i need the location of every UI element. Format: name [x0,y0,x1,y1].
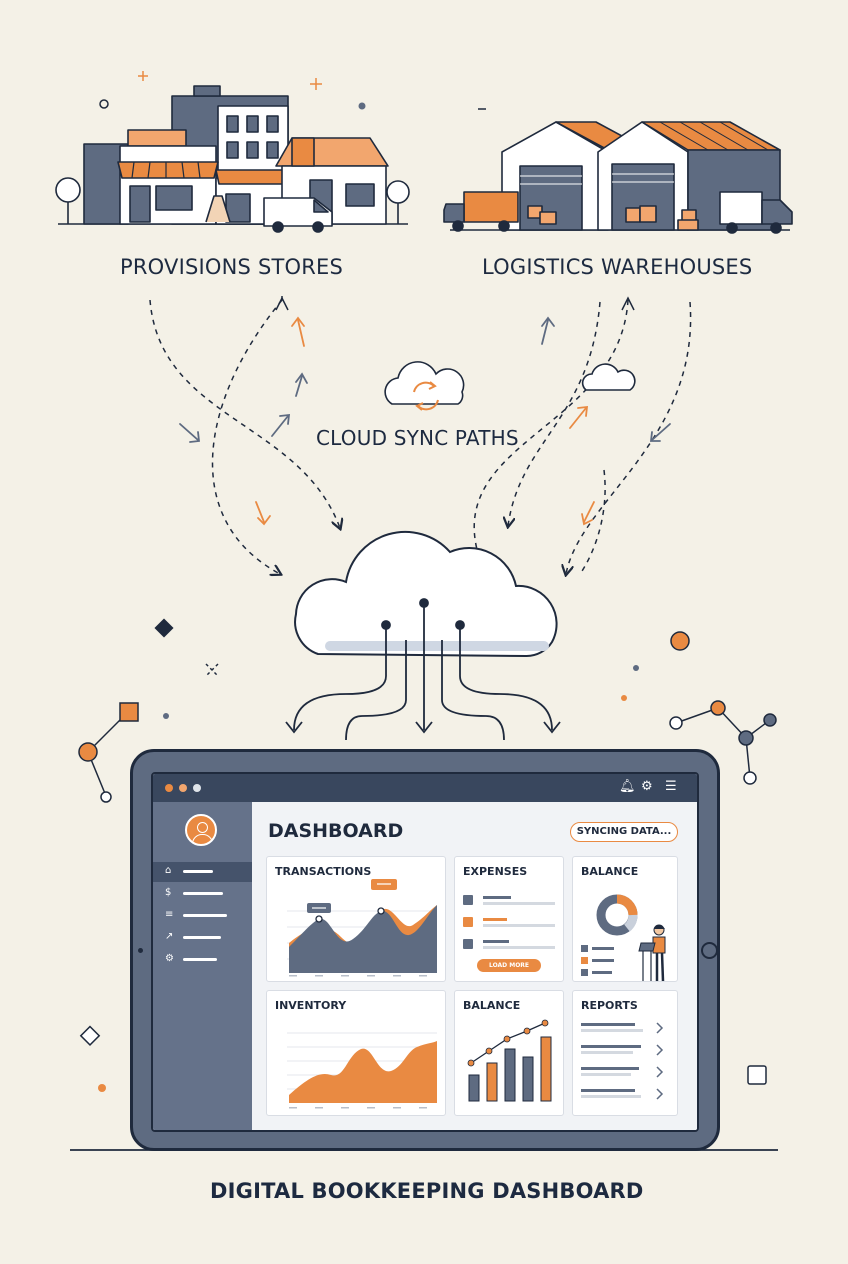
small-cloud-icon [581,363,636,391]
inventory-title: INVENTORY [275,999,347,1012]
inventory-card[interactable]: INVENTORY [266,990,446,1116]
stores-illustration [55,85,410,233]
sidebar-item-list[interactable]: ≡ [153,906,252,926]
dashboard-content: DASHBOARD SYNCING DATA... TRANSACTIONS [252,802,697,1130]
cloud-paths-label: CLOUD SYNC PATHS [316,426,519,450]
warehouses-label: LOGISTICS WAREHOUSES [482,255,753,279]
transactions-card[interactable]: TRANSACTIONS [266,856,446,982]
gear-icon[interactable]: ⚙ [641,779,653,794]
menu-icon[interactable]: ☰ [665,779,677,794]
dashboard-topbar: 🔔︎ ⚙ ☰ [153,774,697,802]
load-more-button[interactable]: LOAD MORE [477,959,541,972]
window-dot-orange [179,784,187,792]
dashboard-sidebar: ⌂ $ ≡ ↗ ⚙ [153,802,252,1130]
chevron-right-icon [656,1022,664,1100]
bell-icon[interactable]: 🔔︎ [619,779,636,794]
stores-label: PROVISIONS STORES [120,255,344,279]
dashboard-screen: 🔔︎ ⚙ ☰ ⌂ $ ≡ [151,772,699,1132]
inventory-chart [287,1032,437,1109]
avatar[interactable] [185,814,217,846]
sync-cloud-icon [384,361,465,411]
tablet-device: 🔔︎ ⚙ ☰ ⌂ $ ≡ [130,749,720,1151]
footer-label: DIGITAL BOOKKEEPING DASHBOARD [210,1179,644,1203]
balance-card-top[interactable]: BALANCE [572,856,678,982]
balance-top-title: BALANCE [581,865,639,878]
window-dot-red [165,784,173,792]
main-cloud [285,530,561,741]
decor-dot [358,102,366,110]
reports-title: REPORTS [581,999,638,1012]
side-decorations [78,618,777,1092]
sidebar-item-home[interactable]: ⌂ [153,862,252,882]
transactions-chart [287,879,437,977]
tablet-camera [138,948,143,953]
sidebar-item-dollar[interactable]: $ [153,884,252,904]
balance-bar-chart [467,1019,552,1102]
chart-icon: ↗ [165,931,174,942]
dashboard-title: DASHBOARD [268,820,404,842]
sidebar-item-chart[interactable]: ↗ [153,928,252,948]
expenses-list [463,895,555,949]
dollar-icon: $ [165,887,172,898]
warehouses-illustration [443,121,793,234]
flow-arrows [179,316,671,526]
reports-card[interactable]: REPORTS [572,990,678,1116]
expenses-title: EXPENSES [463,865,528,878]
tablet-home-button[interactable] [701,942,718,959]
list-icon: ≡ [165,909,174,920]
reports-list [581,1022,664,1100]
window-dot-light [193,784,201,792]
expenses-card[interactable]: EXPENSES LOAD MORE [454,856,564,982]
sync-paths [149,296,692,574]
balance-card-bottom[interactable]: BALANCE [454,990,564,1116]
decor-dot [99,99,109,109]
sidebar-item-settings[interactable]: ⚙ [153,950,252,970]
sync-status-badge: SYNCING DATA... [570,822,678,842]
home-icon: ⌂ [165,865,172,876]
settings-icon: ⚙ [165,953,174,964]
transactions-title: TRANSACTIONS [275,865,372,878]
balance-donut-chart [581,894,666,981]
balance-bottom-title: BALANCE [463,999,521,1012]
decorative-sparkles [138,71,322,90]
